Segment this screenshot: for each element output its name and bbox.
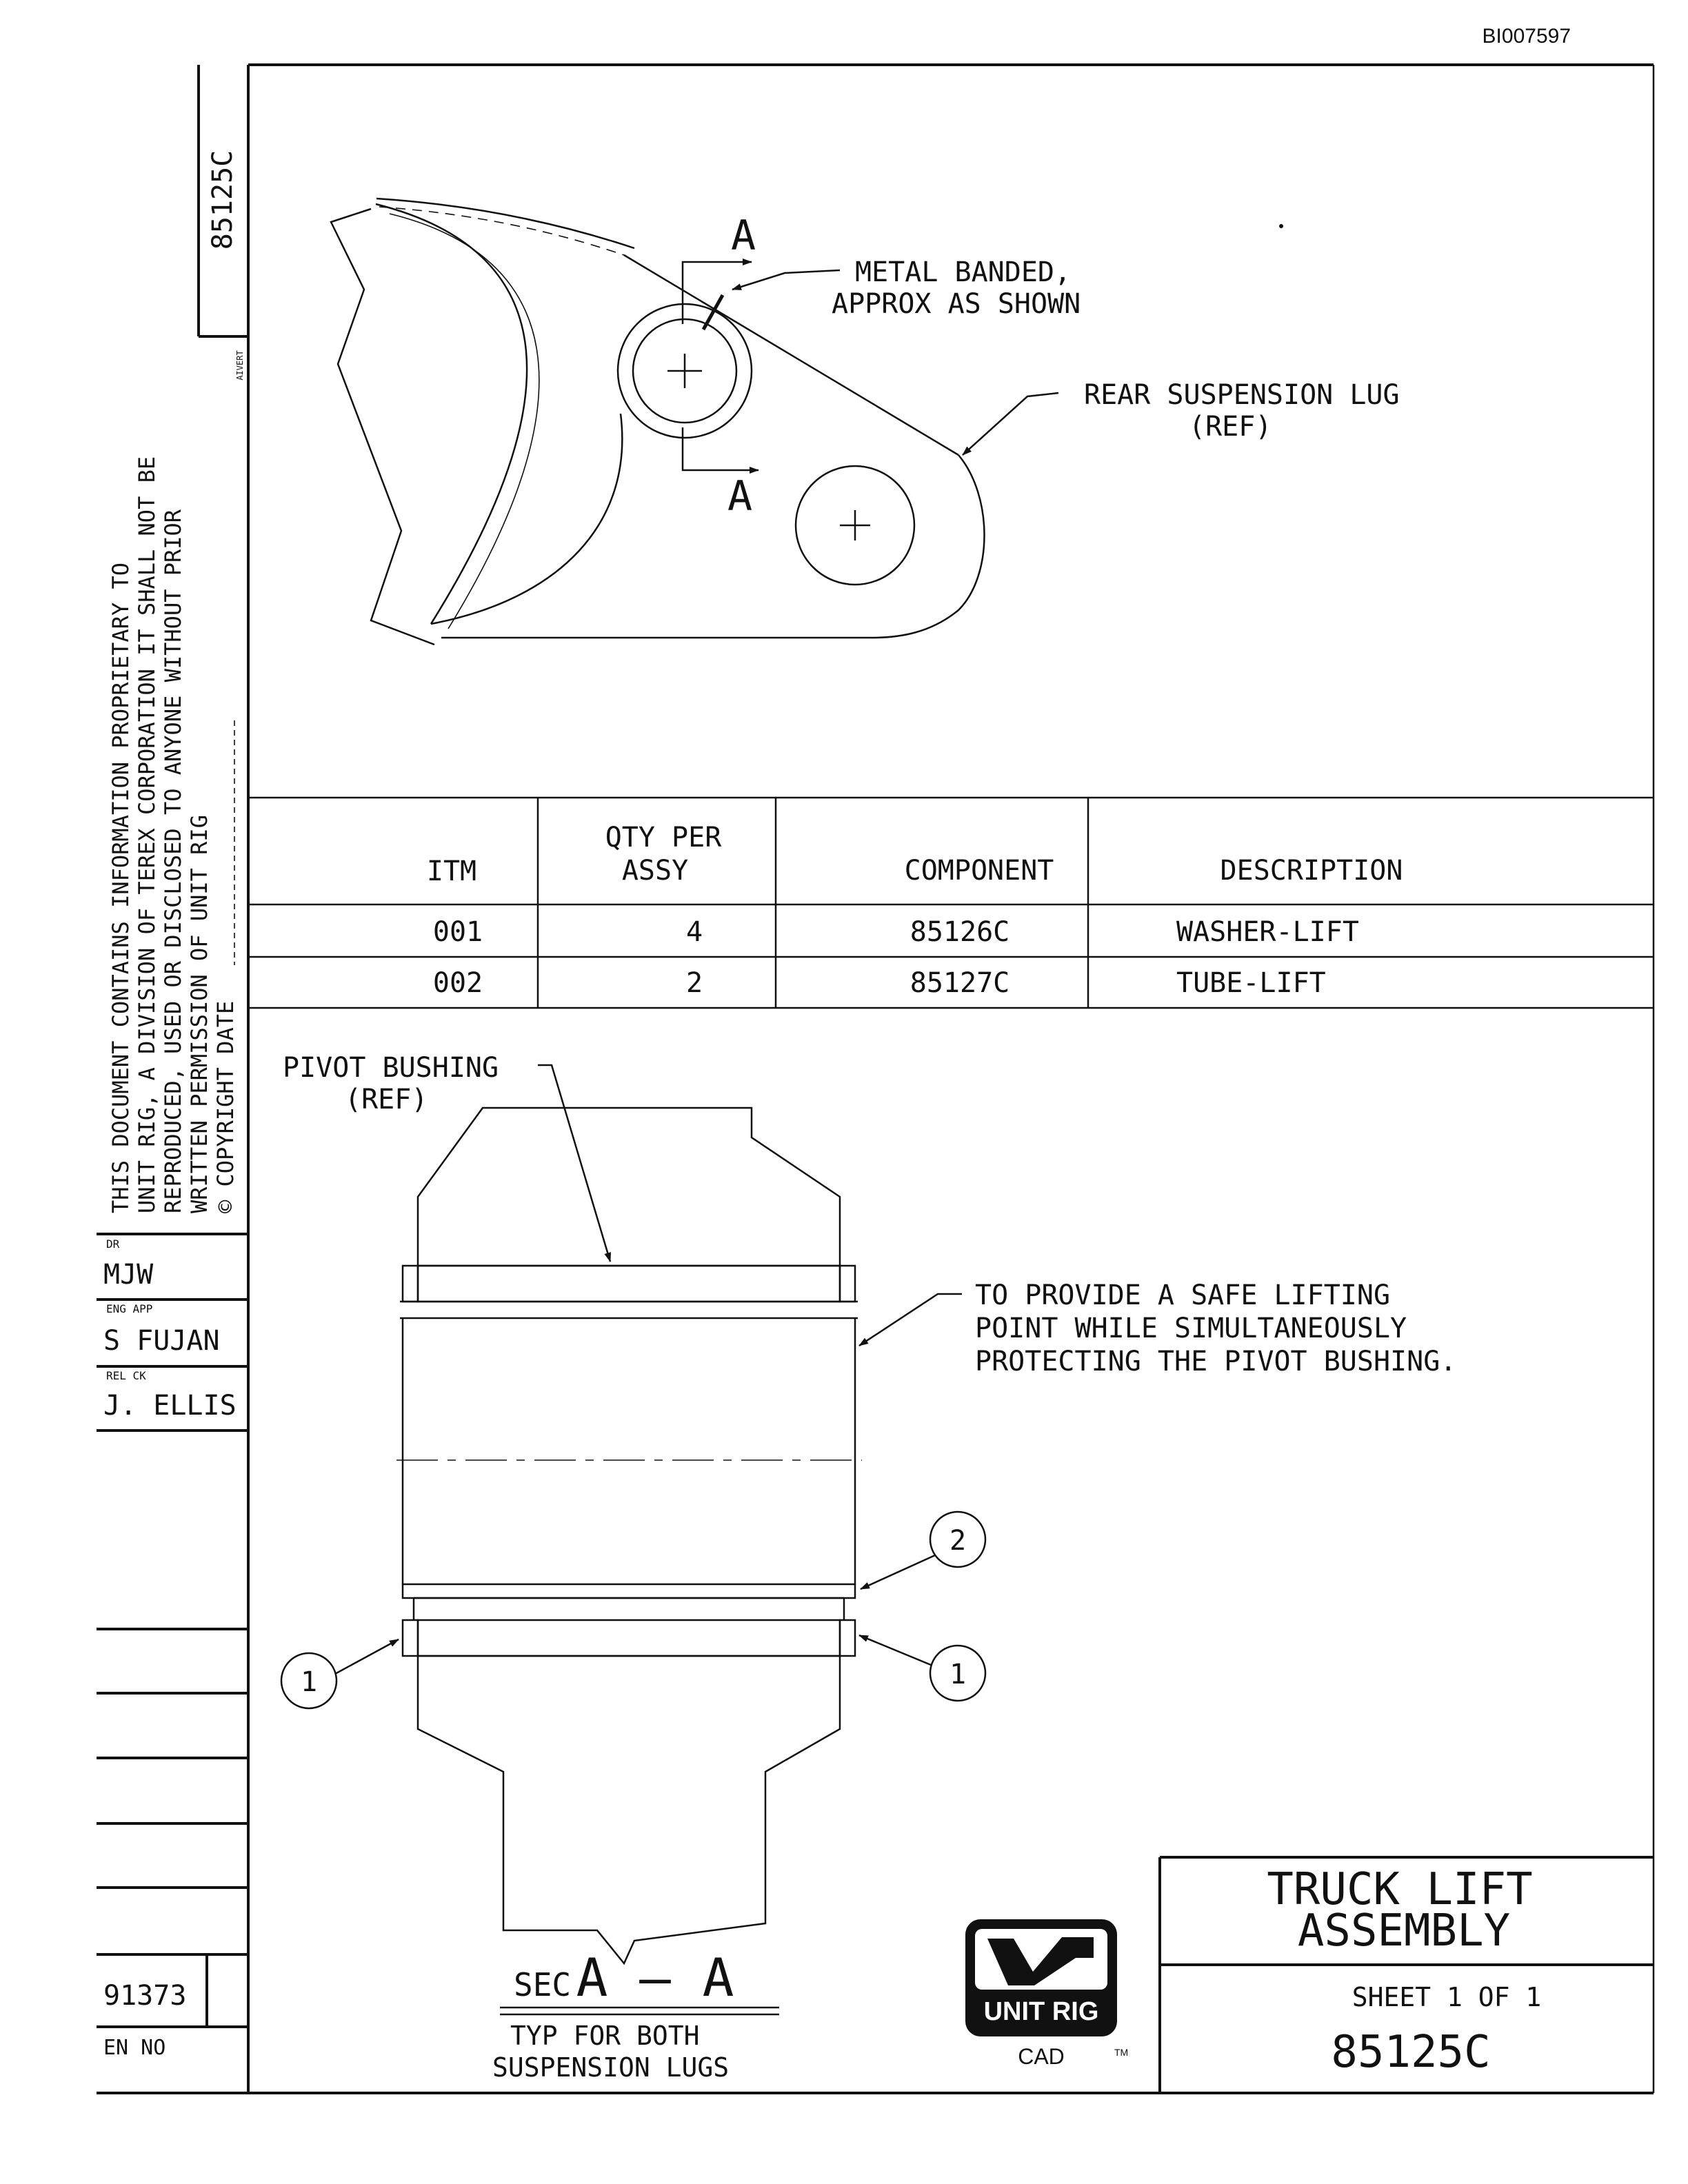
pin-hole-lower [794, 465, 916, 586]
sec-word: SEC [514, 1966, 571, 2003]
row-2-description: TUBE-LIFT [1176, 967, 1326, 999]
sheet-number: SHEET 1 OF 1 [1352, 1982, 1542, 2012]
notice-line-3: REPRODUCED, USED OR DISCLOSED TO ANYONE … [160, 509, 186, 1213]
pin-hole-upper-inner [632, 318, 738, 424]
section-marker-bottom: A [727, 472, 752, 520]
balloon-1-right [929, 1644, 987, 1702]
notice-line-1: THIS DOCUMENT CONTAINS INFORMATION PROPR… [108, 563, 134, 1213]
proprietary-notice: THIS DOCUMENT CONTAINS INFORMATION PROPR… [108, 456, 239, 1213]
side-drawing-number: 85125C [207, 150, 239, 250]
document-id: BI007597 [1483, 25, 1571, 48]
note-purpose-1: TO PROVIDE A SAFE LIFTING [975, 1280, 1390, 1311]
row-1-qty: 4 [686, 916, 703, 948]
en-label: EN NO [103, 2036, 165, 2060]
notice-line-5: © COPYRIGHT DATE [212, 1001, 239, 1213]
notice-line-2: UNIT RIG, A DIVISION OF TEREX CORPORATIO… [134, 456, 160, 1213]
unit-rig-logo: UNIT RIG CAD TM [965, 1919, 1128, 2069]
row-1-component: 85126C [910, 916, 1010, 948]
drawing-number: 85125C [1331, 2027, 1490, 2078]
notice-line-4: WRITTEN PERMISSION OF UNIT RIG [186, 815, 212, 1213]
note-purpose-2: POINT WHILE SIMULTANEOUSLY [975, 1313, 1407, 1344]
note-lug-2: (REF) [1189, 411, 1272, 443]
note-lug-1: REAR SUSPENSION LUG [1084, 379, 1400, 411]
rel-ck-value: J. ELLIS [103, 1390, 237, 1422]
tube-lower-wall [401, 1583, 856, 1599]
balloon-1-left-label: 1 [301, 1666, 317, 1698]
note-bushing-1: PIVOT BUSHING [283, 1052, 499, 1084]
note-metal-banded-2: APPROX AS SHOWN [832, 288, 1081, 320]
row-2-itm: 002 [433, 967, 483, 999]
aivert-label: AIVERT [235, 350, 245, 380]
row-2-qty: 2 [686, 967, 703, 999]
lug-top-view: A A METAL BANDED, APPROX AS SHOWN REAR S… [330, 197, 1400, 646]
row-2-component: 85127C [910, 967, 1010, 999]
logo-text: UNIT RIG [984, 1997, 1099, 2026]
dr-label: DR [106, 1237, 120, 1251]
section-marker-top: A [731, 212, 756, 260]
eng-app-value: S FUJAN [103, 1325, 220, 1357]
upper-lug-section [416, 1106, 841, 1267]
note-purpose-3: PROTECTING THE PIVOT BUSHING. [975, 1346, 1456, 1377]
table-row: 001 4 85126C WASHER-LIFT [433, 916, 1359, 948]
row-1-itm: 001 [433, 916, 483, 948]
pin-hole-upper-outer [616, 303, 753, 439]
sec-label: A — A [576, 1947, 734, 2008]
note-bushing-2: (REF) [345, 1084, 428, 1115]
logo-tm: TM [1114, 2047, 1128, 2058]
header-description: DESCRIPTION [1220, 855, 1403, 887]
header-qty-2: ASSY [622, 855, 688, 887]
lower-lug-section [416, 1655, 841, 1965]
eng-app-label: ENG APP [106, 1302, 152, 1315]
rel-ck-label: REL CK [106, 1369, 146, 1382]
header-qty-1: QTY PER [605, 822, 722, 853]
balloon-1-left [280, 1652, 338, 1710]
parts-table: ITM QTY PER ASSY COMPONENT DESCRIPTION 0… [248, 796, 1654, 1009]
lower-bushing-band [416, 1619, 841, 1657]
title-block: TRUCK LIFT ASSEMBLY SHEET 1 OF 1 85125C [1158, 1856, 1654, 2093]
dr-value: MJW [103, 1259, 154, 1291]
left-title-block: DR MJW ENG APP S FUJAN REL CK J. ELLIS 9… [97, 1233, 248, 2060]
en-value: 91373 [103, 1980, 186, 2012]
balloon-1-right-label: 1 [950, 1659, 966, 1690]
logo-cad: CAD [1018, 2044, 1065, 2069]
balloon-2 [929, 1510, 987, 1568]
title-line-2: ASSEMBLY [1298, 1905, 1510, 1957]
caption-1: TYP FOR BOTH [510, 2021, 700, 2051]
table-row: 002 2 85127C TUBE-LIFT [433, 967, 1326, 999]
sheet-frame [97, 63, 1655, 2094]
header-component: COMPONENT [905, 855, 1054, 887]
row-1-description: WASHER-LIFT [1176, 916, 1359, 948]
metal-band-mark [701, 294, 725, 331]
balloon-2-label: 2 [950, 1525, 966, 1557]
upper-bushing-band [416, 1264, 841, 1303]
header-itm: ITM [427, 856, 476, 887]
section-view: PIVOT BUSHING (REF) TO PROVIDE A SAFE LI… [280, 1052, 1456, 2083]
title-line-1: TRUCK LIFT [1267, 1864, 1532, 1915]
caption-2: SUSPENSION LUGS [492, 2052, 729, 2083]
note-metal-banded-1: METAL BANDED, [855, 256, 1071, 288]
